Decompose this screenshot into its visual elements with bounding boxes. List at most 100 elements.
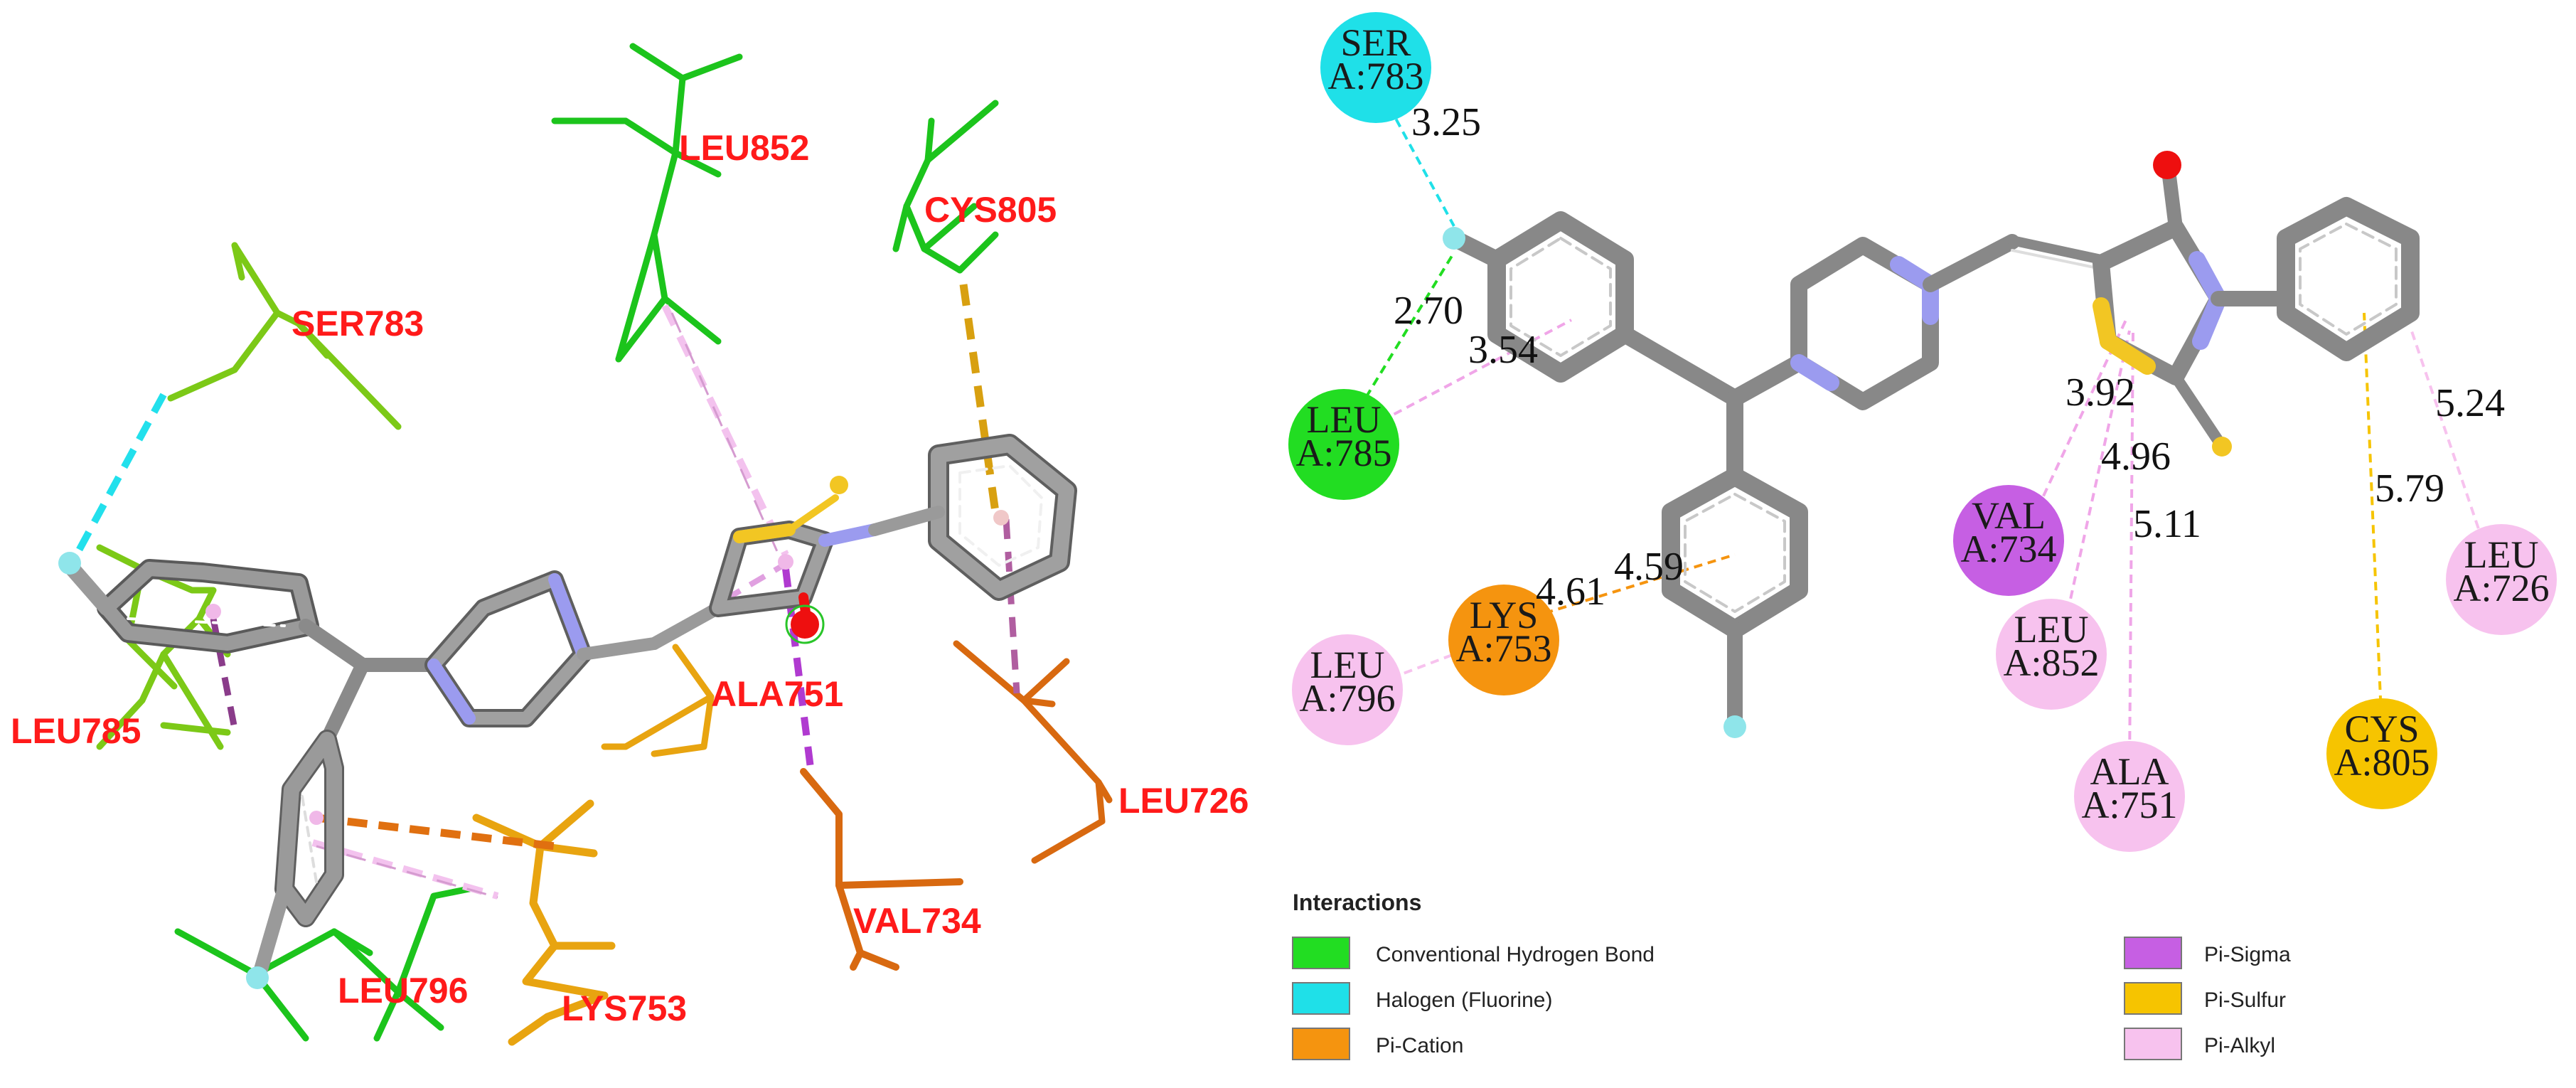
legend-item-hbond: Conventional Hydrogen Bond xyxy=(1292,937,1655,969)
sulfur-atom-2d-exo xyxy=(2212,437,2232,457)
residue-name: ALA xyxy=(2090,750,2169,793)
label-cys805: CYS805 xyxy=(924,190,1057,230)
legend-swatch xyxy=(1292,982,1350,1015)
residue-name: SER xyxy=(1340,21,1411,64)
label-leu726: LEU726 xyxy=(1118,781,1249,821)
residue-disc xyxy=(2446,524,2557,635)
sulfur-atom-exo xyxy=(830,476,848,494)
label-leu852: LEU852 xyxy=(679,128,809,168)
ligand-2d xyxy=(1443,151,2420,738)
residue-name: CYS xyxy=(2344,708,2419,750)
label-leu785: LEU785 xyxy=(11,711,141,751)
label-leu796: LEU796 xyxy=(338,971,468,1010)
legend-item-pi-cation: Pi-Cation xyxy=(1292,1028,1463,1060)
residue-chain: A:783 xyxy=(1328,55,1424,97)
residue-disc xyxy=(1320,12,1431,123)
legend-label: Halogen (Fluorine) xyxy=(1376,988,1552,1012)
distance-val734: 3.92 xyxy=(2065,370,2135,415)
stick-ser783 xyxy=(167,242,402,430)
legend-swatch xyxy=(2124,1028,2182,1060)
residue-disc xyxy=(1448,585,1559,695)
residue-leu852: LEU A:852 xyxy=(1996,599,2107,710)
exocyclic-bond-b xyxy=(2011,249,2102,270)
line-ala751 xyxy=(2128,330,2134,769)
ligand-2d-core xyxy=(1616,326,1807,485)
legend-item-halogen: Halogen (Fluorine) xyxy=(1292,982,1552,1015)
centroid-right xyxy=(993,510,1009,526)
residue-leu785: LEU A:785 xyxy=(1288,389,1399,500)
legend-item-pi-sigma: Pi-Sigma xyxy=(2124,937,2291,969)
oxygen-atom-2d xyxy=(2153,151,2181,179)
legend-title: Interactions xyxy=(1293,890,1421,915)
label-val734: VAL734 xyxy=(853,901,981,941)
residue-name: LEU xyxy=(1307,398,1381,441)
residue-val734: VAL A:734 xyxy=(1953,485,2064,596)
line-cys805 xyxy=(2363,312,2383,733)
line-leu852 xyxy=(2057,330,2131,655)
residue-disc xyxy=(1288,389,1399,500)
stick-leu726 xyxy=(953,640,1113,864)
residue-labels-3d: LEU852 CYS805 SER783 ALA751 LEU785 LEU72… xyxy=(11,128,1249,1028)
centroid-bottom xyxy=(309,811,324,825)
distance-ala751: 5.11 xyxy=(2133,502,2201,546)
ligand-3d-ring-left xyxy=(60,555,319,654)
residue-leu726: LEU A:726 xyxy=(2446,524,2557,635)
residue-chain: A:852 xyxy=(2004,641,2100,684)
centroid-thiazole xyxy=(778,554,793,570)
residue-chain: A:751 xyxy=(2082,784,2178,826)
label-lys753: LYS753 xyxy=(562,988,687,1028)
exocyclic-bond-a xyxy=(2007,235,2106,265)
ligand-3d-piperazine xyxy=(424,570,725,727)
legend-label: Pi-Alkyl xyxy=(2204,1034,2275,1057)
legend-label: Pi-Cation xyxy=(1376,1034,1463,1057)
residue-lys753: LYS A:753 xyxy=(1448,585,1559,695)
fluorine-atom-left xyxy=(58,552,81,575)
residue-ala751: ALA A:751 xyxy=(2074,741,2185,852)
fluorine-2d-left xyxy=(1443,227,1465,250)
legend-label: Pi-Sigma xyxy=(2204,943,2291,966)
distance-ser783: 3.25 xyxy=(1411,100,1481,144)
residue-sticks xyxy=(96,43,1113,1046)
legend-item-pi-sulfur: Pi-Sulfur xyxy=(2124,982,2286,1015)
residue-leu796: LEU A:796 xyxy=(1292,634,1403,745)
residue-disc xyxy=(2074,741,2185,852)
distance-cys805: 5.79 xyxy=(2375,466,2444,511)
stick-ala751 xyxy=(601,644,715,757)
legend: Interactions Conventional Hydrogen Bond … xyxy=(1292,890,2291,1060)
residue-discs-2d: SER A:783 LEU A:785 LYS A:753 LEU A:796 … xyxy=(1288,12,2557,852)
ligand-3d xyxy=(58,434,1077,989)
residue-ser783: SER A:783 xyxy=(1320,12,1431,123)
residue-disc xyxy=(1292,634,1403,745)
oxygen-atom-mesh xyxy=(785,604,825,644)
fluorine-atom-bottom xyxy=(246,966,269,989)
legend-swatch xyxy=(2124,982,2182,1015)
legend-item-pi-alkyl: Pi-Alkyl xyxy=(2124,1028,2275,1060)
distance-leu852: 4.96 xyxy=(2101,434,2171,479)
residue-name: LEU xyxy=(1310,644,1385,686)
residue-chain: A:726 xyxy=(2454,567,2550,609)
stick-leu796 xyxy=(174,885,473,1042)
fluorine-2d-bottom xyxy=(1723,715,1746,738)
panel-3d-view: LEU852 CYS805 SER783 ALA751 LEU785 LEU72… xyxy=(11,43,1249,1046)
ligand-3d-thiazole xyxy=(709,494,881,627)
ligand-2d-ring-right xyxy=(2277,197,2420,361)
legend-swatch xyxy=(2124,937,2182,969)
line-lys753 xyxy=(1503,553,1736,627)
distance-leu785-hbond: 2.70 xyxy=(1394,289,1463,333)
oxygen-atom-3d xyxy=(791,610,819,639)
residue-chain: A:796 xyxy=(1300,677,1396,720)
residue-name: LEU xyxy=(2014,608,2089,651)
distance-lys753-b: 4.59 xyxy=(1614,545,1684,589)
residue-name: VAL xyxy=(1972,494,2046,537)
residue-disc xyxy=(1953,485,2064,596)
legend-swatch xyxy=(1292,937,1350,969)
residue-cys805: CYS A:805 xyxy=(2326,698,2437,809)
legend-label: Conventional Hydrogen Bond xyxy=(1376,943,1655,966)
stick-val734 xyxy=(800,768,963,971)
label-ser783: SER783 xyxy=(292,304,424,343)
distance-labels: 3.25 2.70 3.54 4.61 4.59 3.92 4.96 5.11 … xyxy=(1394,100,2505,614)
residue-chain: A:753 xyxy=(1456,627,1552,670)
ligand-3d-ring-bottom xyxy=(252,730,344,981)
